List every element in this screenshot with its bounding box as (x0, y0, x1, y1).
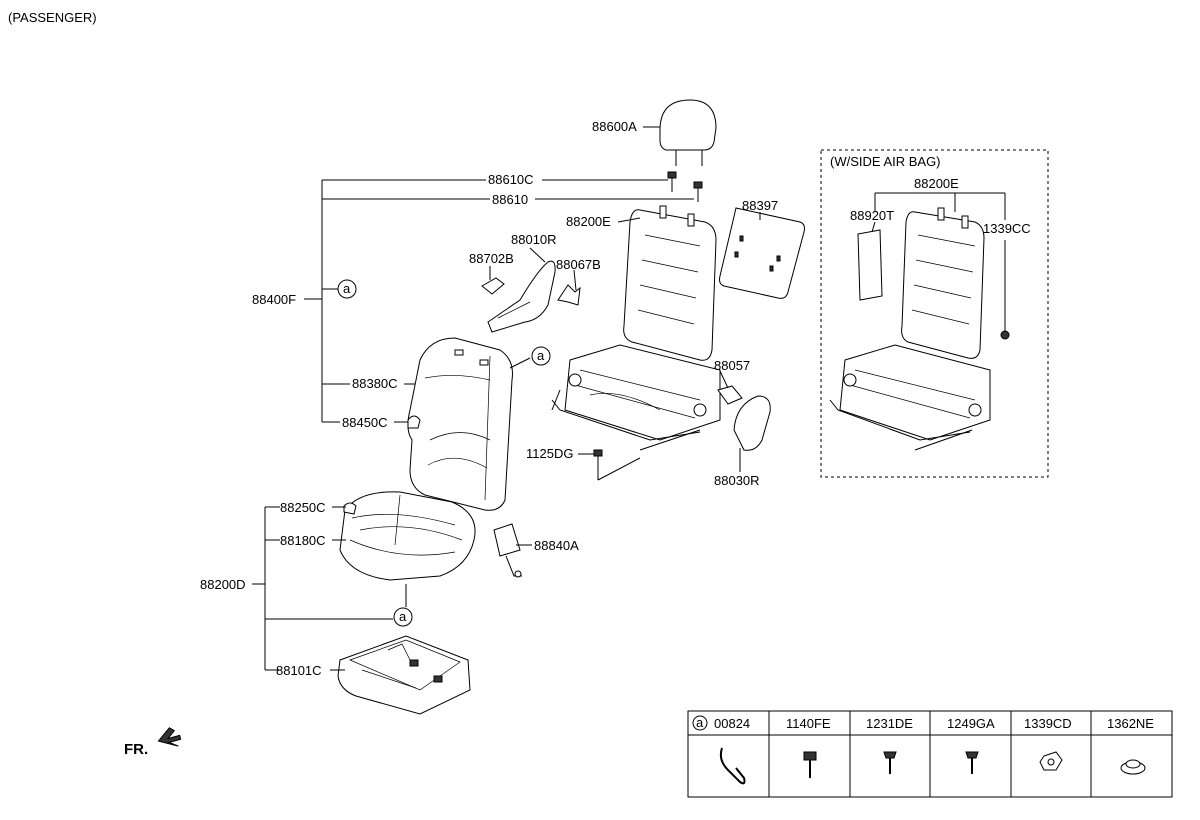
label-88057: 88057 (714, 358, 750, 373)
label-88400f: 88400F (252, 292, 296, 307)
table-header-2: 1231DE (866, 716, 913, 731)
variant-title: (PASSENGER) (8, 10, 97, 25)
inset-box (820, 149, 1049, 478)
headrest-88600a (659, 99, 717, 166)
label-1125dg: 1125DG (526, 446, 573, 461)
seatback-cover-88380c (407, 337, 513, 511)
label-88397: 88397 (742, 198, 778, 213)
callout-a-2: a (531, 346, 551, 366)
screw-1249ga-icon (965, 751, 979, 774)
label-88180c: 88180C (280, 533, 326, 548)
label-88840a: 88840A (534, 538, 579, 553)
wire-clip-icon (719, 747, 746, 785)
table-callout-a: a (696, 715, 704, 730)
label-88600a: 88600A (592, 119, 637, 134)
label-88067b: 88067B (556, 257, 601, 272)
bolt-1140fe-icon (803, 751, 817, 778)
label-88702b: 88702B (469, 251, 514, 266)
bracket-88067b (557, 284, 581, 306)
table-header-1: 1140FE (786, 716, 831, 731)
label-88030r: 88030R (714, 473, 760, 488)
label-88250c: 88250C (280, 500, 326, 515)
label-88380c: 88380C (352, 376, 398, 391)
label-88610: 88610 (492, 192, 528, 207)
airbag-module-88920t (857, 221, 883, 301)
seat-frame-88200e (551, 205, 721, 451)
label-88610c: 88610C (488, 172, 534, 187)
seat-pan-88101c (337, 635, 471, 715)
inset-seat-frame (829, 207, 1010, 451)
nut-1339cd-icon (1039, 751, 1063, 771)
side-cover-88030r (733, 395, 771, 451)
inset-title: (W/SIDE AIR BAG) (830, 154, 941, 169)
bracket-88057 (717, 385, 743, 405)
cap-88702b (481, 277, 505, 295)
seat-cushion-88200d (339, 491, 476, 581)
svg-text:a: a (343, 281, 351, 296)
callout-a-3: a (393, 607, 413, 627)
fastener-table: a 00824 1140FE 1231DE 1249GA 1339CD 1362… (687, 710, 1173, 798)
screw-1231de-icon (883, 751, 897, 774)
fr-label: FR. (124, 741, 148, 758)
table-header-5: 1362NE (1107, 716, 1154, 731)
callout-a-1: a (337, 279, 357, 299)
table-header-3: 1249GA (947, 716, 995, 731)
inset-label-1339cc: 1339CC (983, 221, 1031, 236)
table-header-0: 00824 (714, 716, 750, 731)
svg-text:a: a (399, 609, 407, 624)
back-panel-88397 (719, 207, 805, 299)
label-88200d: 88200D (200, 577, 246, 592)
nut-1362ne-icon (1120, 759, 1146, 775)
svg-text:a: a (537, 348, 545, 363)
buckle-88840a (493, 523, 522, 578)
label-88450c: 88450C (342, 415, 388, 430)
headrest-guides-88610c (667, 171, 703, 202)
inset-label-88920t: 88920T (850, 208, 894, 223)
inset-label-88200e: 88200E (914, 176, 959, 191)
label-88010r: 88010R (511, 232, 557, 247)
side-shield-88010r (487, 260, 556, 333)
front-arrow-icon (157, 727, 182, 747)
label-88101c: 88101C (276, 663, 322, 678)
table-header-4: 1339CD (1024, 716, 1072, 731)
label-88200e: 88200E (566, 214, 611, 229)
bolt-1125dg (593, 449, 603, 470)
